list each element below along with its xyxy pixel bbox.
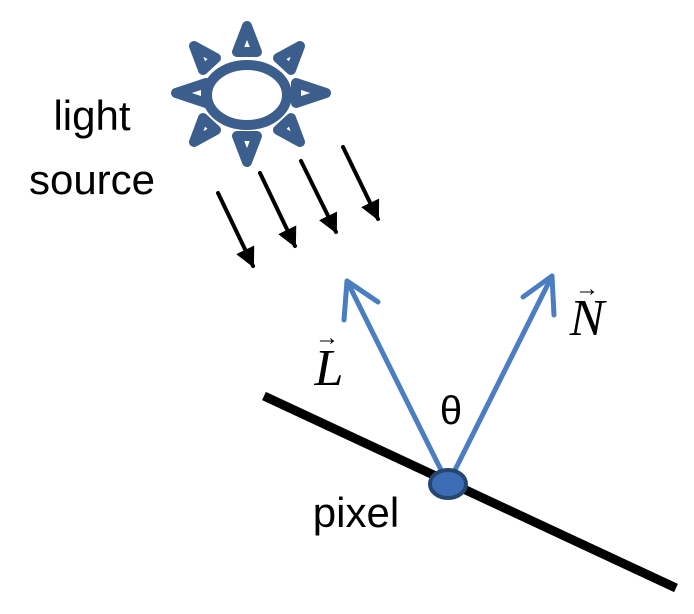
arrow-icon-1 (216, 191, 255, 268)
angle-label: θ (440, 389, 462, 433)
vector-l-letter: L (314, 340, 344, 397)
vector-n-letter: N (569, 290, 608, 347)
light-label-line1: light (53, 92, 130, 139)
surface-line (262, 391, 678, 593)
pixel-label: pixel (313, 489, 399, 536)
arrow-icon-3 (299, 159, 338, 234)
vector-l-label: → L (314, 325, 344, 397)
sun-core (202, 60, 292, 130)
arrow-icon-4 (341, 145, 380, 221)
incoming-rays (216, 145, 380, 268)
vector-l-arrow-mark: → (315, 325, 339, 351)
vector-n-arrow-mark: → (575, 276, 599, 302)
vector-l-arrow (341, 278, 451, 487)
arrow-icon-2 (258, 171, 297, 248)
vector-n-label: → N (569, 276, 608, 347)
light-label-line2: source (29, 156, 155, 203)
pixel-dot (428, 468, 468, 500)
vector-n-arrow (445, 273, 557, 487)
sun-icon (171, 21, 331, 167)
